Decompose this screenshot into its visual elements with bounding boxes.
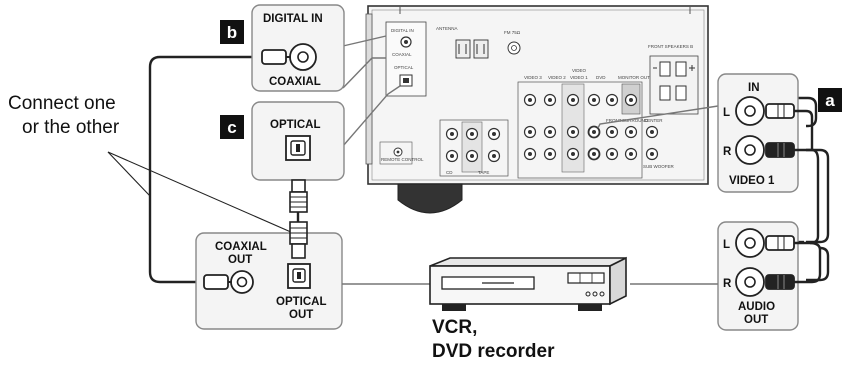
device-label-line2: DVD recorder [432,341,555,362]
panel-coaxial-text: COAXIAL [392,52,412,57]
panel-fm-text: FM 75Ω [504,30,521,35]
in-label: IN [748,82,760,94]
video1-in-callout: IN L R VIDEO 1 [718,74,798,192]
digital-in-coaxial-callout: DIGITAL IN COAXIAL [252,5,344,91]
optical-out-label-1: OPTICAL [276,296,326,308]
badge-a-text: a [825,91,835,110]
connect-text-line1: Connect one [8,93,116,114]
panel-antenna-text: ANTENNA [436,26,458,31]
badge-a: a [818,88,842,112]
digital-in-optical-callout: OPTICAL [252,102,344,180]
rca-plug-white-icon [766,104,794,118]
coaxial-out-label-2: OUT [228,254,252,266]
panel-tape-text: TAPE [478,170,489,175]
source-output-panel: COAXIAL OUT OPTICAL OUT [196,233,342,329]
coaxial-in-plug-icon [262,50,286,64]
r-out-label: R [723,278,732,290]
panel-monitor-text: MONITOR OUT [618,75,650,80]
l-in-label: L [723,107,730,119]
optical-out-label-2: OUT [289,309,313,321]
panel-video1-text: VIDEO 1 [570,75,588,80]
optical-label: OPTICAL [270,119,320,131]
vcr-dvd-recorder [430,258,626,311]
panel-remote-text: REMOTE CONTROL [381,157,424,162]
l-out-label: L [723,239,730,251]
badge-c: c [220,115,244,139]
device-label-line1: VCR, [432,317,477,338]
coaxial-label: COAXIAL [269,76,321,88]
coaxial-plug-icon [204,275,228,289]
panel-dvd-text: DVD [596,75,606,80]
badge-b-text: b [227,23,237,42]
panel-digital-in-text: DIGITAL IN [391,28,414,33]
digital-in-label: DIGITAL IN [263,13,323,25]
r-in-label: R [723,146,732,158]
connect-text-line2: or the other [22,117,120,138]
receiver-rear-panel: DIGITAL IN COAXIAL OPTICAL ANTENNA FM 75… [366,6,708,213]
coaxial-out-label-1: COAXIAL [215,241,267,253]
panel-front-speakers-text: FRONT SPEAKERS B [648,44,693,49]
audio-out-label-1: AUDIO [738,301,775,313]
panel-video2-text: VIDEO 2 [548,75,566,80]
video1-label: VIDEO 1 [729,175,775,187]
panel-center-text: CENTER [644,118,663,123]
panel-cd-text: CD [446,170,453,175]
rca-plug-black-icon [766,143,794,157]
audio-out-callout: L R AUDIO OUT [718,222,798,330]
badge-c-text: c [227,118,236,137]
badge-b: b [220,20,244,44]
panel-video3-text: VIDEO 3 [524,75,542,80]
panel-video-text: VIDEO [572,68,587,73]
panel-subwoofer-text: SUB WOOFER [643,164,675,169]
audio-out-label-2: OUT [744,314,768,326]
panel-optical-text: OPTICAL [394,65,414,70]
